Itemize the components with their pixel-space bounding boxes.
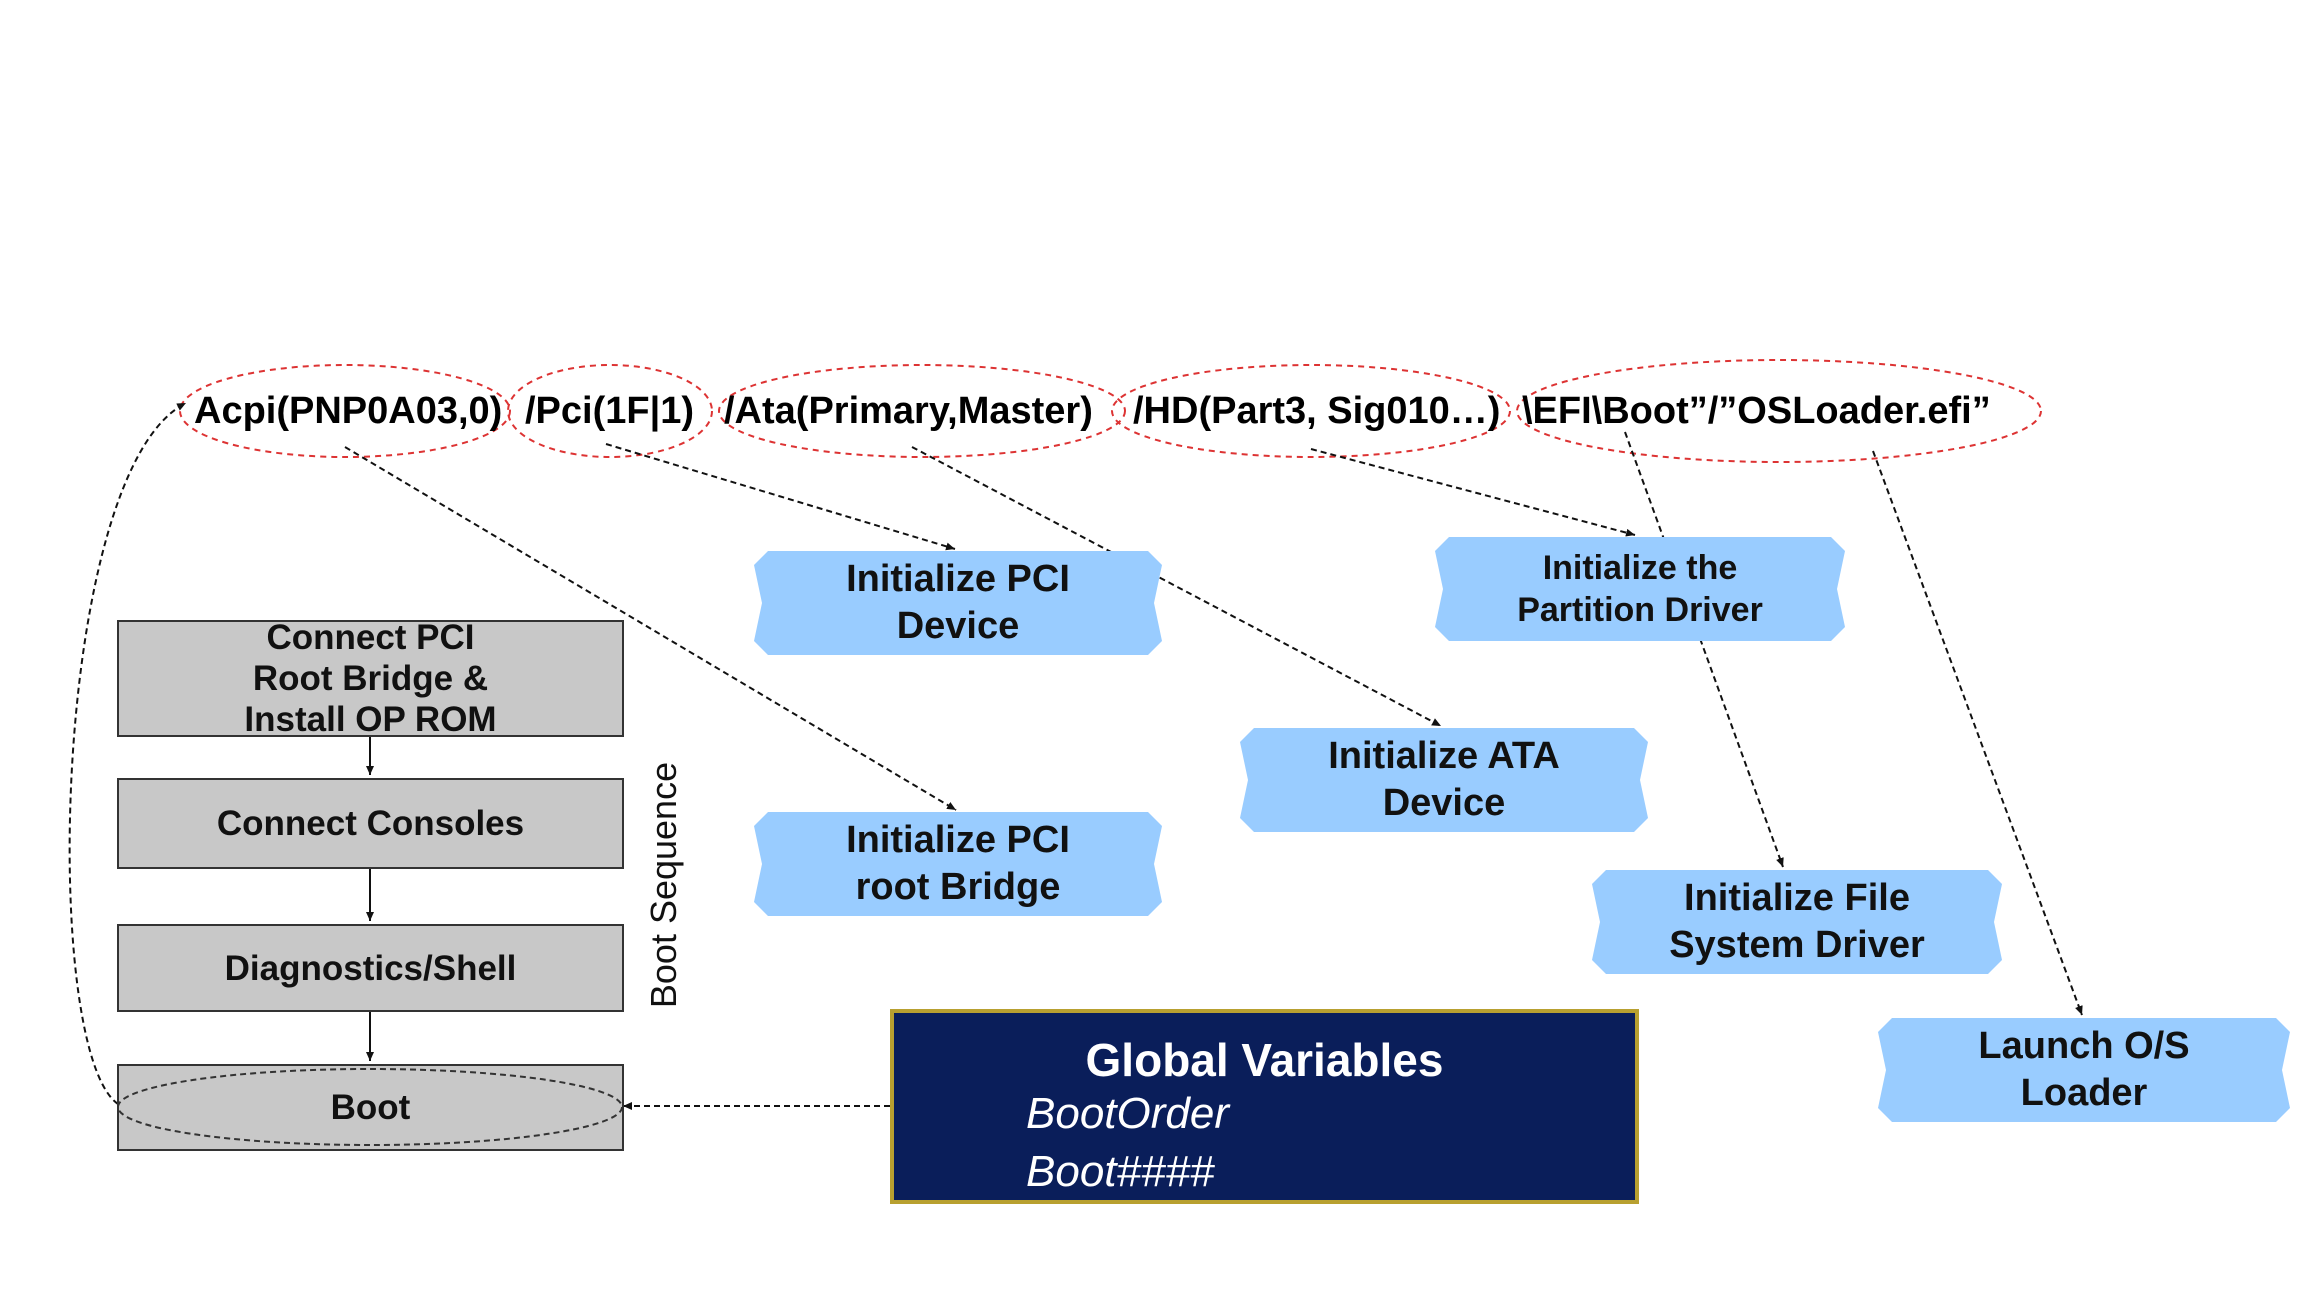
boot-step-connect-pci: Connect PCI Root Bridge & Install OP ROM [117,618,624,739]
path-node-file: \EFI\Boot”/”OSLoader.efi” [1522,390,1991,432]
boot-sequence-label-text: Boot Sequence [643,761,684,1009]
init-pci-root-bridge-text: Initialize PCI root Bridge [846,819,1070,908]
init-pci-device-box: Initialize PCI Device [754,551,1162,655]
path-node-ellipse-ata [718,364,1126,458]
path-node-ellipse-file [1516,359,2042,463]
init-pci-device-text: Initialize PCI Device [846,558,1070,647]
arrow-hd-to-partition-driver [1310,448,1636,537]
global-variable-boot-option: Boot#### [1026,1147,1215,1196]
global-variables-title: Global Variables [1085,1034,1444,1086]
path-node-ellipse-acpi [179,364,511,458]
boot-step-boot: Boot [117,1064,624,1151]
arrow-acpi-to-root-bridge [344,446,957,811]
path-node-hd: /HD(Part3, Sig010…) [1133,390,1501,432]
init-partition-driver-box: Initialize the Partition Driver [1435,537,1845,641]
launch-os-loader-text: Launch O/S Loader [1978,1025,2190,1114]
init-file-system-driver-box: Initialize File System Driver [1592,870,2002,974]
init-pci-root-bridge-box: Initialize PCI root Bridge [754,812,1162,916]
path-node-pci: /Pci(1F|1) [525,390,695,432]
arrow-file-to-fs-driver [1624,431,1784,868]
path-node-ellipse-pci [507,364,713,458]
launch-os-loader-box: Launch O/S Loader [1878,1018,2290,1122]
boot-step-boot-label: Boot [330,1088,411,1127]
init-file-system-driver-text: Initialize File System Driver [1669,877,1925,966]
path-node-acpi: Acpi(PNP0A03,0) [194,390,503,432]
global-variable-bootorder: BootOrder [1026,1089,1229,1138]
arrow-pci-to-pci-device [605,443,956,551]
boot-step-diagnostics-shell: Diagnostics/Shell [117,924,624,1012]
boot-ellipse [117,1068,623,1146]
arrow-boot-loop [68,402,187,1105]
init-partition-driver-text: Initialize the Partition Driver [1517,549,1763,629]
path-node-ellipse-hd [1111,364,1511,458]
init-ata-device-box: Initialize ATA Device [1240,728,1648,832]
path-node-ata: /Ata(Primary,Master) [724,390,1093,432]
global-variables-box: Global Variables BootOrder Boot#### [890,1009,1639,1204]
arrow-file-to-os-loader [1872,450,2083,1016]
boot-step-connect-consoles: Connect Consoles [117,778,624,869]
init-ata-device-text: Initialize ATA Device [1328,735,1560,824]
